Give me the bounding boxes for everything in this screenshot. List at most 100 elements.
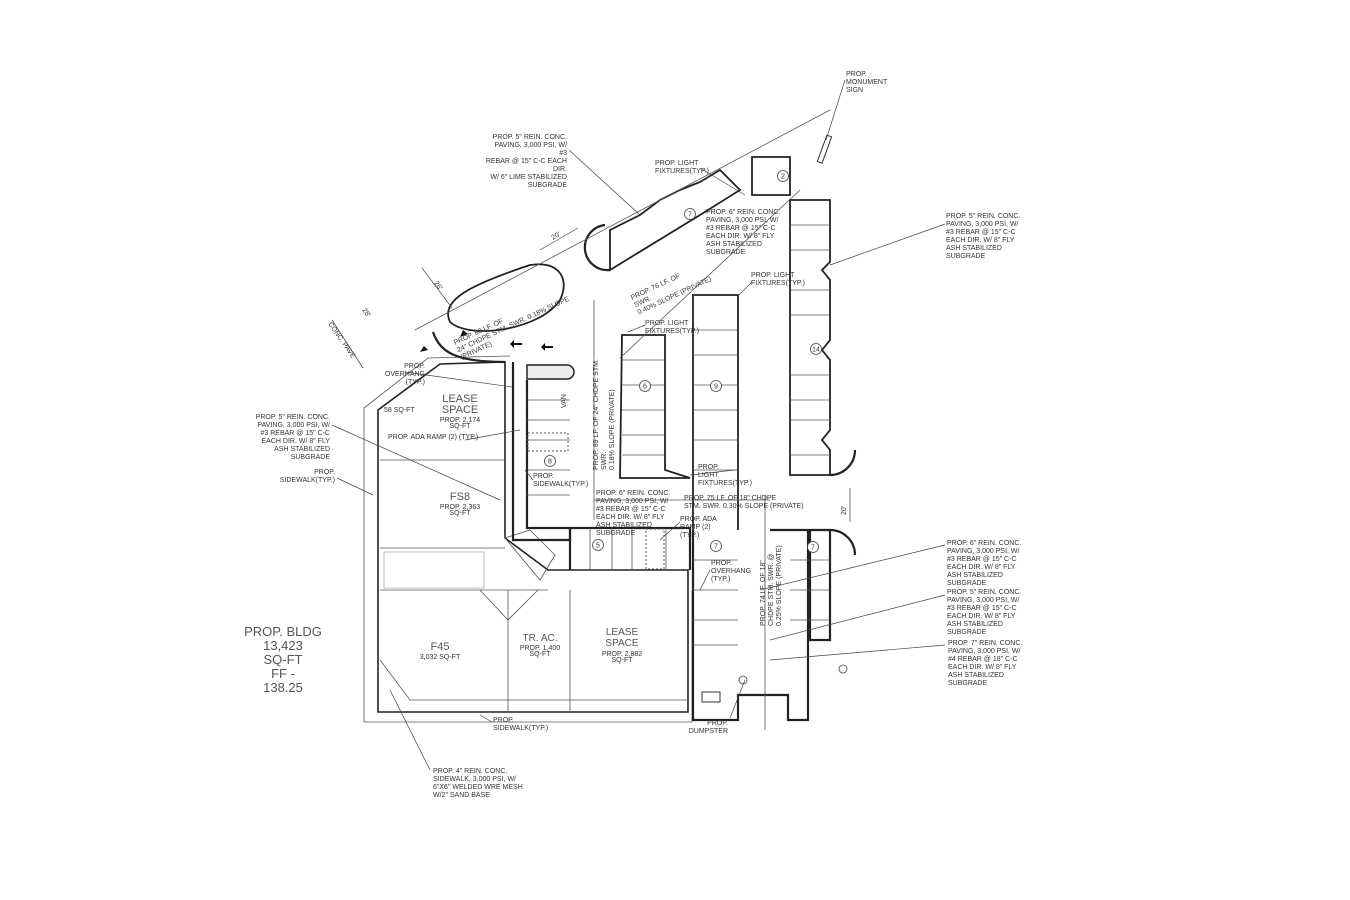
text-line: PROP. bbox=[314, 469, 335, 476]
text-line: PAVING, 3,000 PSI, W/ bbox=[596, 498, 669, 505]
ada-hatch bbox=[645, 528, 665, 570]
text-line: PROP. 4" REIN. CONC. bbox=[433, 768, 507, 775]
stall-count-marker bbox=[710, 540, 722, 552]
text-line: #3 REBAR @ 15" C-C bbox=[946, 229, 1016, 236]
text-line: LEASE bbox=[442, 393, 477, 405]
text-line: PAVING, 3,000 PSI, W/ bbox=[495, 142, 568, 149]
room-name: TR. AC. bbox=[522, 633, 557, 644]
text-line: 6"X6" WELDED WRE MESH bbox=[433, 784, 523, 791]
text-line: SPACE bbox=[442, 404, 478, 416]
paving-note: PROP. 5" REIN. CONC.PAVING, 3,000 PSI, W… bbox=[946, 213, 1020, 260]
text-line: #3 REBAR @ 15" C-C bbox=[260, 430, 330, 437]
text-line: SPACE bbox=[605, 638, 638, 649]
text-line: PROP. LIGHT bbox=[751, 272, 795, 279]
text-line: EACH DIR. W/ 8" FLY bbox=[706, 233, 775, 240]
dumpster bbox=[701, 691, 721, 703]
text-line: FF - bbox=[271, 666, 295, 681]
text-line: SUBGRADE bbox=[947, 580, 987, 587]
paving-note: PROP. 6" REIN. CONC.PAVING, 3,000 PSI, W… bbox=[596, 490, 670, 537]
dimension-label: 20' bbox=[841, 506, 848, 515]
overhang-note: PROP.OVERHANG(TYP.) bbox=[711, 560, 751, 583]
text-line: OVERHANG bbox=[711, 568, 751, 575]
text-line: SQ-FT bbox=[450, 510, 472, 517]
text-line: STM. SWR. 0.30% SLOPE (PRIVATE) bbox=[684, 503, 804, 510]
text-line: PROP. 6" REIN. CONC. bbox=[706, 209, 780, 216]
text-line: SIDEWALK(TYP.) bbox=[533, 481, 588, 488]
text-line: SUBGRADE bbox=[291, 454, 331, 461]
text-line: PROP. 89 LF. OF 24" CHDPE STM. bbox=[593, 359, 600, 470]
stall-count: 7 bbox=[688, 212, 692, 219]
text-line: EACH DIR. W/ 8" FLY bbox=[948, 664, 1017, 671]
text-line: PROP. 5" REIN. CONC. bbox=[947, 589, 1021, 596]
stall-count: 7 bbox=[811, 545, 815, 552]
text-line: SQ-FT bbox=[450, 423, 472, 430]
text-line: PROP. 5" REIN. CONC. bbox=[493, 134, 567, 141]
text-line: SUBGRADE bbox=[706, 249, 746, 256]
text-line: REBAR @ 15" C-C EACH bbox=[486, 158, 567, 165]
stall-count-marker bbox=[684, 208, 696, 220]
stall-count: 9 bbox=[714, 384, 718, 391]
text-line: DUMPSTER bbox=[689, 728, 728, 735]
stall-count: 7 bbox=[714, 544, 718, 551]
text-line: #3 REBAR @ 15" C-C bbox=[596, 506, 666, 513]
text-line: PROP. LIGHT bbox=[655, 160, 699, 167]
text-line: PROP. bbox=[404, 363, 425, 370]
callout-notes: PROP. 5" REIN. CONC.PAVING, 3,000 PSI, W… bbox=[256, 71, 1023, 799]
text-line: PROP. 7" REIN. CONC. bbox=[948, 640, 1022, 647]
pipe-label: PROP. 80 LF. OF24" CHDPE STM. SWR. 0.18%… bbox=[453, 288, 574, 361]
text-line: SQ-FT bbox=[612, 657, 634, 664]
dimension-label: 26' bbox=[432, 280, 443, 291]
stall-count-marker bbox=[639, 380, 651, 392]
text-line: PROP. 6" REIN. CONC. bbox=[596, 490, 670, 497]
text-line: #3 bbox=[559, 150, 567, 157]
text-line: (TYP.) bbox=[680, 532, 699, 539]
text-line: PAVING, 3,000 PSI, W/ bbox=[948, 648, 1021, 655]
text-line: FIXTURES(TYP.) bbox=[751, 280, 805, 287]
text-line: PROP. bbox=[533, 473, 554, 480]
pipe-label: PROP. 76 LF. OFSWR.0.40% SLOPE (PRIVATE) bbox=[630, 261, 713, 316]
paving-note: PROP. 5" REIN. CONC.PAVING, 3,000 PSI, W… bbox=[486, 134, 567, 189]
text-line: PROP. BLDG bbox=[244, 624, 322, 639]
text-line: ASH STABILIZED bbox=[946, 245, 1002, 252]
light-pole bbox=[738, 675, 748, 685]
text-line: LIGHT bbox=[698, 472, 719, 479]
text-line: #3 REBAR @ 15" C-C bbox=[947, 556, 1017, 563]
text-line: PROP. LIGHT bbox=[645, 320, 689, 327]
text-line: SQ-FT bbox=[530, 651, 552, 658]
text-line: SUBGRADE bbox=[947, 629, 987, 636]
paving-note: PROP. 6" REIN. CONC.PAVING, 3,000 PSI, W… bbox=[706, 209, 780, 256]
paving-note: PROP. 5" REIN. CONC.PAVING, 3,000 PSI, W… bbox=[947, 589, 1021, 636]
small-area-label: 58 SQ-FT bbox=[384, 407, 415, 414]
stall-count-marker bbox=[777, 170, 789, 182]
dimension-label: CONC. PAVE bbox=[326, 321, 356, 360]
text-line: CHDPE STM. SWR. @ bbox=[768, 554, 775, 626]
text-line: EACH DIR. W/ 8" FLY bbox=[596, 514, 665, 521]
ada-ramp-note: PROP. ADA RAMP (2) (TYP.) bbox=[388, 434, 478, 441]
text-line: MONUMENT bbox=[846, 79, 888, 86]
text-line: PROP. bbox=[707, 720, 728, 727]
text-line: PAVING, 3,000 PSI, W/ bbox=[947, 548, 1020, 555]
text-line: 13,423 bbox=[263, 638, 303, 653]
ada-hatch bbox=[527, 432, 569, 452]
sidewalk-note: PROP.SIDEWALK(TYP.) bbox=[493, 717, 548, 732]
text-line: FIXTURES(TYP.) bbox=[645, 328, 699, 335]
text-line: FIXTURES(TYP.) bbox=[655, 168, 709, 175]
stall-count-marker bbox=[544, 455, 556, 467]
text-line: EACH DIR. W/ 8" FLY bbox=[947, 613, 1016, 620]
text-line: SQ-FT bbox=[264, 652, 303, 667]
text-line: PROP. 2,174 bbox=[440, 417, 480, 424]
parking-layout bbox=[414, 109, 857, 730]
text-line: #4 REBAR @ 18" C-C bbox=[948, 656, 1018, 663]
text-line: ASH STABILIZED bbox=[947, 572, 1003, 579]
stall-count-marker bbox=[592, 539, 604, 551]
